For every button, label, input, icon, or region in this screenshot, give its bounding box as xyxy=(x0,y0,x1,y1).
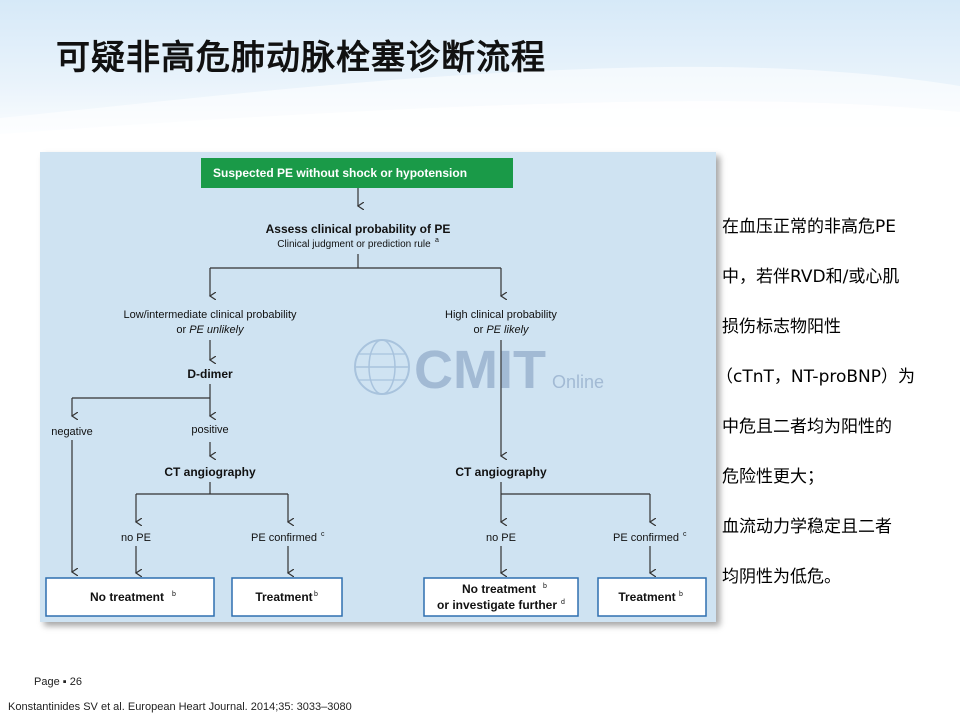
side-note-line: 中，若伴RVD和/或心肌 xyxy=(722,267,900,287)
cta-right-label: CT angiography xyxy=(455,465,547,479)
watermark-subtext: Online xyxy=(552,372,604,392)
page-number: Page ▪ 26 xyxy=(34,676,82,688)
assess-title: Assess clinical probability of PE xyxy=(266,222,451,236)
start-label: Suspected PE without shock or hypotensio… xyxy=(213,166,467,180)
globe-icon xyxy=(354,339,410,395)
outcome-box-no-treatment xyxy=(45,577,215,617)
nope-left-label: no PE xyxy=(121,532,151,544)
outcome-treatment-right-label: Treatment xyxy=(618,590,675,604)
outcome-treatment-left-footnote: b xyxy=(314,591,318,598)
positive-label: positive xyxy=(191,424,228,436)
reference-citation: Konstantinides SV et al. European Heart … xyxy=(8,701,352,713)
outcome-no-treatment-footnote: b xyxy=(172,591,176,598)
side-note-line: 中危且二者均为阳性的 xyxy=(722,417,892,437)
outcome-investigate-label: or investigate further xyxy=(437,598,557,612)
high-probability-line2: or PE likely xyxy=(473,324,530,336)
flowchart: CMIT Online xyxy=(45,158,707,617)
outcome-no-treatment-label: No treatment xyxy=(90,590,164,604)
confirmed-left-footnote-mark: c xyxy=(321,531,325,538)
ddimer-label: D-dimer xyxy=(187,367,233,381)
high-probability-line1: High clinical probability xyxy=(445,309,557,321)
side-note-line: 危险性更大； xyxy=(722,467,824,487)
flowchart-figure: CMIT Online xyxy=(40,152,716,622)
assess-subtitle: Clinical judgment or prediction rule xyxy=(277,239,431,250)
assess-footnote-mark: a xyxy=(435,237,439,244)
nope-right-label: no PE xyxy=(486,532,516,544)
watermark: CMIT Online xyxy=(354,339,604,400)
outcome-treatment-right-footnote: b xyxy=(679,591,683,598)
low-probability-line2: or PE unlikely xyxy=(176,324,245,336)
start-box xyxy=(201,158,513,188)
negative-label: negative xyxy=(51,426,93,438)
outcome-no-treatment-right-label: No treatment xyxy=(462,582,536,596)
cta-left-label: CT angiography xyxy=(164,465,256,479)
side-note: 在血压正常的非高危PE 中，若伴RVD和/或心肌 损伤标志物阳性 （cTnT，N… xyxy=(716,202,958,602)
outcome-box-treatment-right xyxy=(597,577,707,617)
side-note-line: 损伤标志物阳性 xyxy=(722,317,841,337)
confirmed-right-footnote-mark: c xyxy=(683,531,687,538)
header-wave-decoration xyxy=(0,66,960,150)
connectors xyxy=(72,188,650,573)
outcome-box-no-treatment-investigate xyxy=(423,577,579,617)
confirmed-left-label: PE confirmed xyxy=(251,532,317,544)
confirmed-right-label: PE confirmed xyxy=(613,532,679,544)
outcome-box-treatment-left xyxy=(231,577,343,617)
watermark-text: CMIT xyxy=(414,340,546,400)
slide-title: 可疑非高危肺动脉栓塞诊断流程 xyxy=(56,38,546,78)
outcome-no-treatment-right-footnote: b xyxy=(543,583,547,590)
side-note-line: （cTnT，NT-proBNP）为 xyxy=(716,367,916,387)
side-note-line: 均阴性为低危。 xyxy=(722,567,841,587)
low-probability-line1: Low/intermediate clinical probability xyxy=(123,309,297,321)
outcome-investigate-footnote: d xyxy=(561,599,565,606)
outcome-treatment-left-label: Treatment xyxy=(255,590,312,604)
side-note-line: 在血压正常的非高危PE xyxy=(722,217,896,237)
side-note-line: 血流动力学稳定且二者 xyxy=(722,517,892,537)
